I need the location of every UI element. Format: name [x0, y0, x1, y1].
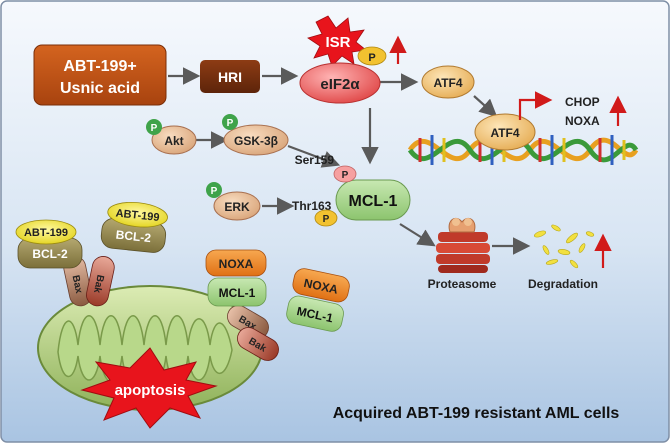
drug-line1: ABT-199+ — [63, 58, 136, 75]
bak-protein-left: Bak — [86, 256, 115, 307]
noxa-mcl1-complex-left: MCL-1 NOXA — [205, 249, 267, 307]
noxa-gene-label: NOXA — [565, 114, 600, 128]
atf4-node-top: ATF4 — [421, 65, 475, 99]
isr-burst: ISR — [307, 15, 367, 67]
gsk3b-node: GSK-3β — [223, 124, 289, 156]
svg-text:MCL-1: MCL-1 — [219, 286, 256, 300]
eif2a-label: eIF2α — [320, 76, 360, 93]
akt-node: Akt — [151, 125, 197, 155]
svg-text:Bak: Bak — [91, 274, 106, 295]
hri-label: HRI — [218, 69, 242, 85]
hri-box: HRI — [200, 60, 260, 93]
thr163-label: Thr163 — [292, 199, 332, 213]
drug-line2: Usnic acid — [60, 80, 140, 97]
ser159-label: Ser159 — [295, 153, 335, 167]
transcription-arrow — [518, 91, 553, 120]
degradation-label: Degradation — [528, 277, 598, 291]
svg-text:BCL-2: BCL-2 — [115, 228, 152, 246]
chop-label: CHOP — [565, 95, 600, 109]
gsk3b-phospho: P — [222, 114, 238, 130]
bak-protein-right: Bak — [237, 327, 279, 361]
proteasome-label: Proteasome — [428, 277, 497, 291]
apoptosis-label: apoptosis — [115, 382, 186, 399]
svg-text:BCL-2: BCL-2 — [32, 247, 68, 261]
svg-text:Akt: Akt — [164, 134, 183, 148]
svg-text:P: P — [368, 52, 375, 64]
noxa-mcl1-complex-right: MCL-1 NOXA — [286, 268, 350, 332]
ser159-phospho: P — [333, 165, 357, 183]
erk-phospho: P — [206, 182, 222, 198]
svg-text:ABT-199: ABT-199 — [115, 207, 160, 224]
svg-text:MCL-1: MCL-1 — [349, 193, 398, 210]
svg-text:P: P — [227, 118, 234, 129]
svg-text:P: P — [342, 170, 349, 181]
bax-protein-left: Bax — [63, 256, 92, 307]
pathway-arrows — [168, 67, 531, 255]
degradation-fragments-icon — [533, 224, 595, 269]
svg-text:Bax: Bax — [70, 274, 85, 295]
bcl2-complex-left: BCL-2 ABT-199 — [15, 219, 83, 269]
atf4-node-dna: ATF4 — [474, 113, 536, 151]
bcl2-complex-right: BCL-2 ABT-199 — [100, 201, 168, 253]
eif2a-node: eIF2α — [299, 62, 381, 104]
apoptosis-burst: apoptosis — [80, 347, 218, 429]
proteasome-icon — [436, 217, 490, 273]
erk-node: ERK — [213, 191, 261, 221]
eif2a-phospho: P — [357, 46, 387, 66]
svg-text:NOXA: NOXA — [219, 257, 254, 271]
mcl1-node: MCL-1 — [335, 179, 411, 221]
svg-text:ATF4: ATF4 — [490, 126, 519, 140]
thr163-phospho: P — [314, 209, 338, 227]
figure-footer-label: Acquired ABT-199 resistant AML cells — [333, 405, 620, 422]
svg-text:ATF4: ATF4 — [433, 76, 462, 90]
svg-text:ERK: ERK — [224, 200, 250, 214]
akt-phospho: P — [146, 119, 162, 135]
isr-label: ISR — [325, 34, 350, 51]
svg-text:P: P — [323, 214, 330, 225]
svg-text:ABT-199: ABT-199 — [24, 227, 68, 239]
svg-text:P: P — [151, 123, 158, 134]
svg-text:GSK-3β: GSK-3β — [234, 134, 278, 148]
svg-text:P: P — [211, 186, 218, 197]
drug-box: ABT-199+ Usnic acid — [33, 44, 167, 106]
